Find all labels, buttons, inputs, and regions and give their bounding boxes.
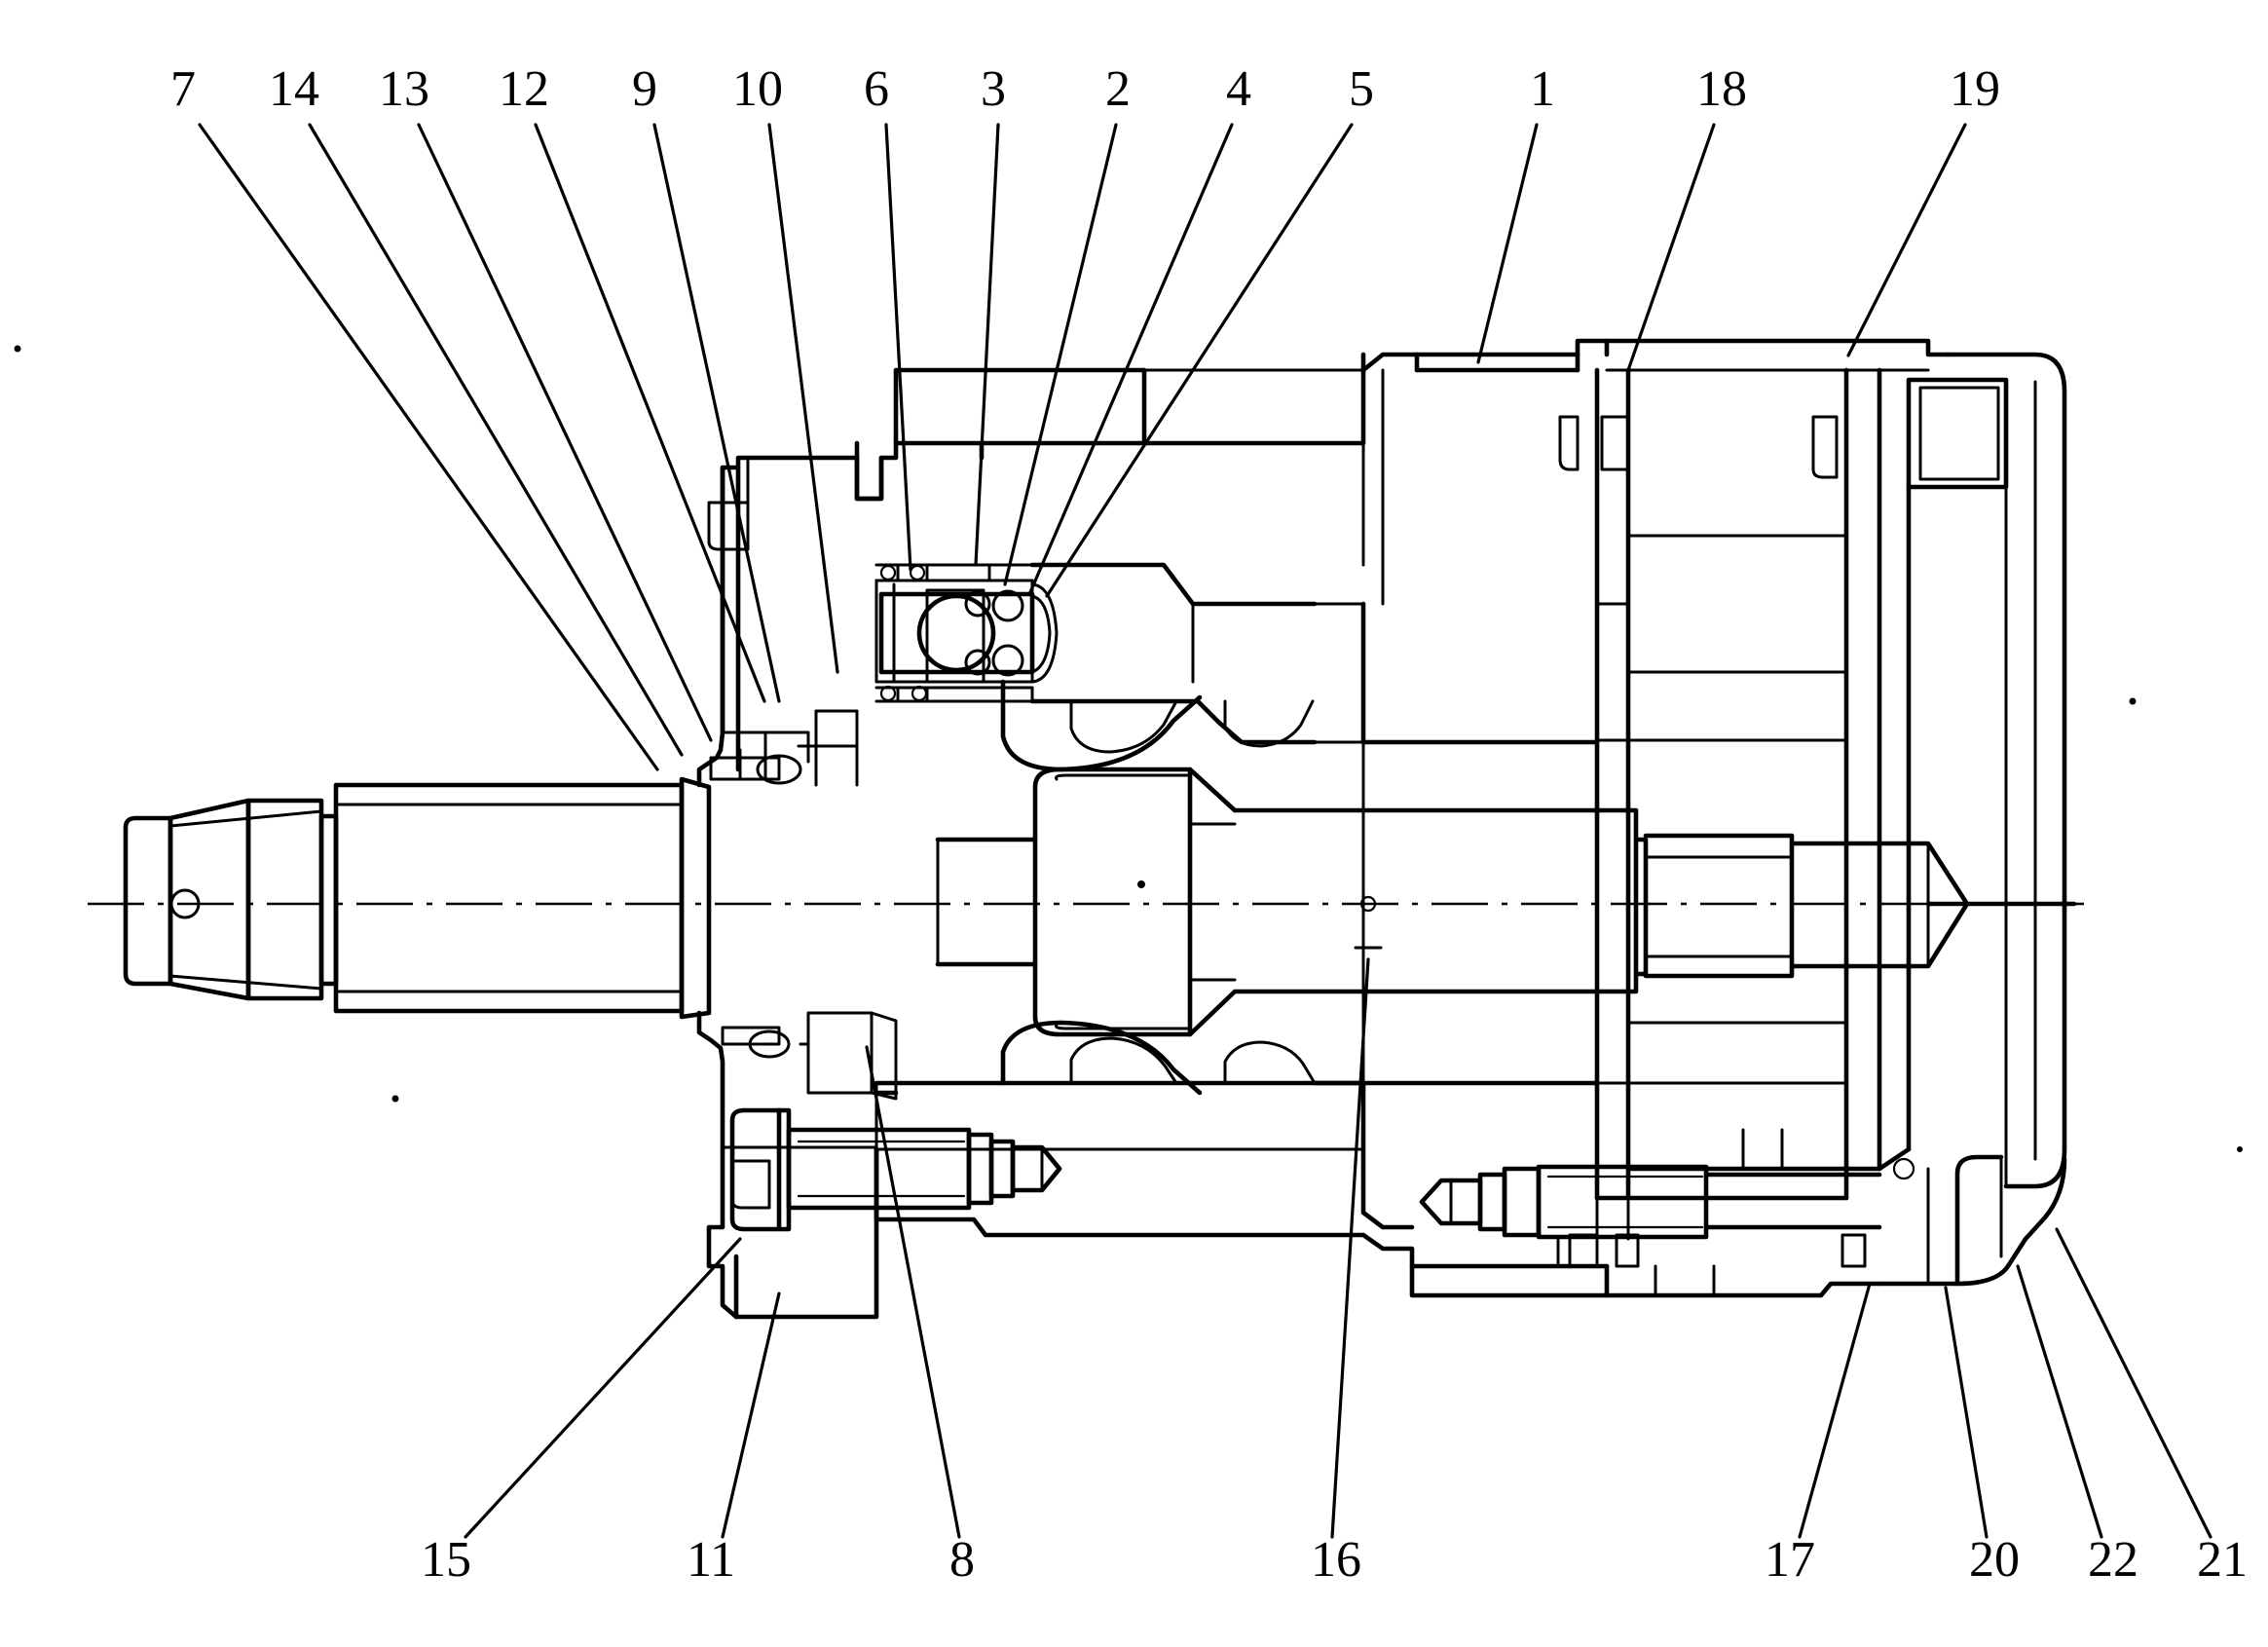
callout-11: 11 (687, 1291, 781, 1588)
lower-housing (1409, 1146, 2067, 1298)
leader-line-12 (534, 123, 766, 703)
callout-label-10: 10 (732, 61, 783, 117)
callout-label-5: 5 (1349, 61, 1374, 117)
callout-label-11: 11 (687, 1532, 735, 1588)
leader-line-5 (1045, 123, 1354, 598)
callout-label-9: 9 (632, 61, 657, 117)
main-housing (1360, 338, 2067, 1201)
callout-2: 2 (1003, 61, 1131, 586)
callout-21: 21 (2055, 1227, 2248, 1588)
leader-line-6 (884, 123, 912, 572)
leader-line-18 (1626, 123, 1716, 372)
assembly-body (123, 338, 2077, 1320)
callout-22: 22 (2016, 1264, 2138, 1588)
callout-19: 19 (1846, 61, 2000, 357)
callout-8: 8 (865, 1045, 975, 1588)
leader-line-9 (652, 123, 781, 703)
leader-line-17 (1798, 1282, 1872, 1539)
scan-speck (2129, 697, 2137, 705)
swash-shoe-curves (1000, 694, 1317, 1096)
leader-line-13 (417, 123, 713, 742)
leader-line-14 (308, 123, 684, 757)
main-bearing (874, 563, 1059, 703)
callout-label-22: 22 (2088, 1532, 2138, 1588)
leader-line-10 (767, 123, 839, 674)
leader-line-19 (1846, 123, 1967, 357)
callout-17: 17 (1765, 1282, 1872, 1588)
callout-label-2: 2 (1105, 61, 1131, 117)
leader-line-15 (464, 1237, 742, 1539)
callout-label-15: 15 (421, 1532, 471, 1588)
callout-1: 1 (1476, 61, 1555, 364)
callout-10: 10 (732, 61, 839, 674)
callout-label-4: 4 (1226, 61, 1251, 117)
callout-label-20: 20 (1969, 1532, 2020, 1588)
scan-speck (391, 1095, 399, 1103)
callout-15: 15 (421, 1237, 742, 1588)
callout-label-3: 3 (981, 61, 1006, 117)
leader-line-16 (1330, 957, 1370, 1539)
leader-line-11 (721, 1291, 781, 1539)
scan-speck (14, 345, 21, 353)
callout-label-16: 16 (1311, 1532, 1361, 1588)
callout-label-13: 13 (379, 61, 429, 117)
callout-18: 18 (1626, 61, 1747, 372)
internal-passage (1360, 738, 1848, 1086)
callout-label-8: 8 (949, 1532, 975, 1588)
callout-label-14: 14 (269, 61, 319, 117)
callout-label-17: 17 (1765, 1532, 1815, 1588)
shaft-seal-assembly (709, 709, 898, 1101)
callout-label-12: 12 (499, 61, 549, 117)
leader-line-1 (1476, 123, 1539, 364)
callout-4: 4 (1028, 61, 1251, 594)
callout-label-21: 21 (2197, 1532, 2248, 1588)
callout-label-7: 7 (170, 61, 196, 117)
callout-16: 16 (1311, 957, 1370, 1588)
callout-6: 6 (864, 61, 912, 572)
leader-line-7 (198, 123, 659, 771)
leader-line-20 (1944, 1286, 1989, 1539)
callout-12: 12 (499, 61, 766, 703)
callout-5: 5 (1045, 61, 1374, 598)
leader-line-4 (1028, 123, 1234, 594)
callout-label-18: 18 (1696, 61, 1747, 117)
scan-speck (2237, 1146, 2243, 1152)
callout-label-6: 6 (864, 61, 889, 117)
leader-line-3 (974, 123, 1000, 567)
leader-line-22 (2016, 1264, 2103, 1539)
leader-line-2 (1003, 123, 1118, 586)
shaft-spline-end (123, 798, 324, 1001)
bolt-left (729, 1107, 1062, 1232)
callout-3: 3 (974, 61, 1006, 567)
cylinder-barrel (935, 767, 2077, 1037)
mid-housing (874, 338, 1610, 1269)
leader-line-21 (2055, 1227, 2212, 1539)
callout-label-19: 19 (1950, 61, 2000, 117)
callout-20: 20 (1944, 1286, 2020, 1588)
leader-line-8 (865, 1045, 961, 1539)
callout-14: 14 (269, 61, 684, 757)
callout-7: 7 (170, 61, 659, 771)
callout-label-1: 1 (1530, 61, 1555, 117)
callout-13: 13 (379, 61, 713, 742)
swash-plate-upper (854, 367, 1365, 745)
callout-9: 9 (632, 61, 781, 703)
bolt-right (1419, 1128, 1882, 1268)
